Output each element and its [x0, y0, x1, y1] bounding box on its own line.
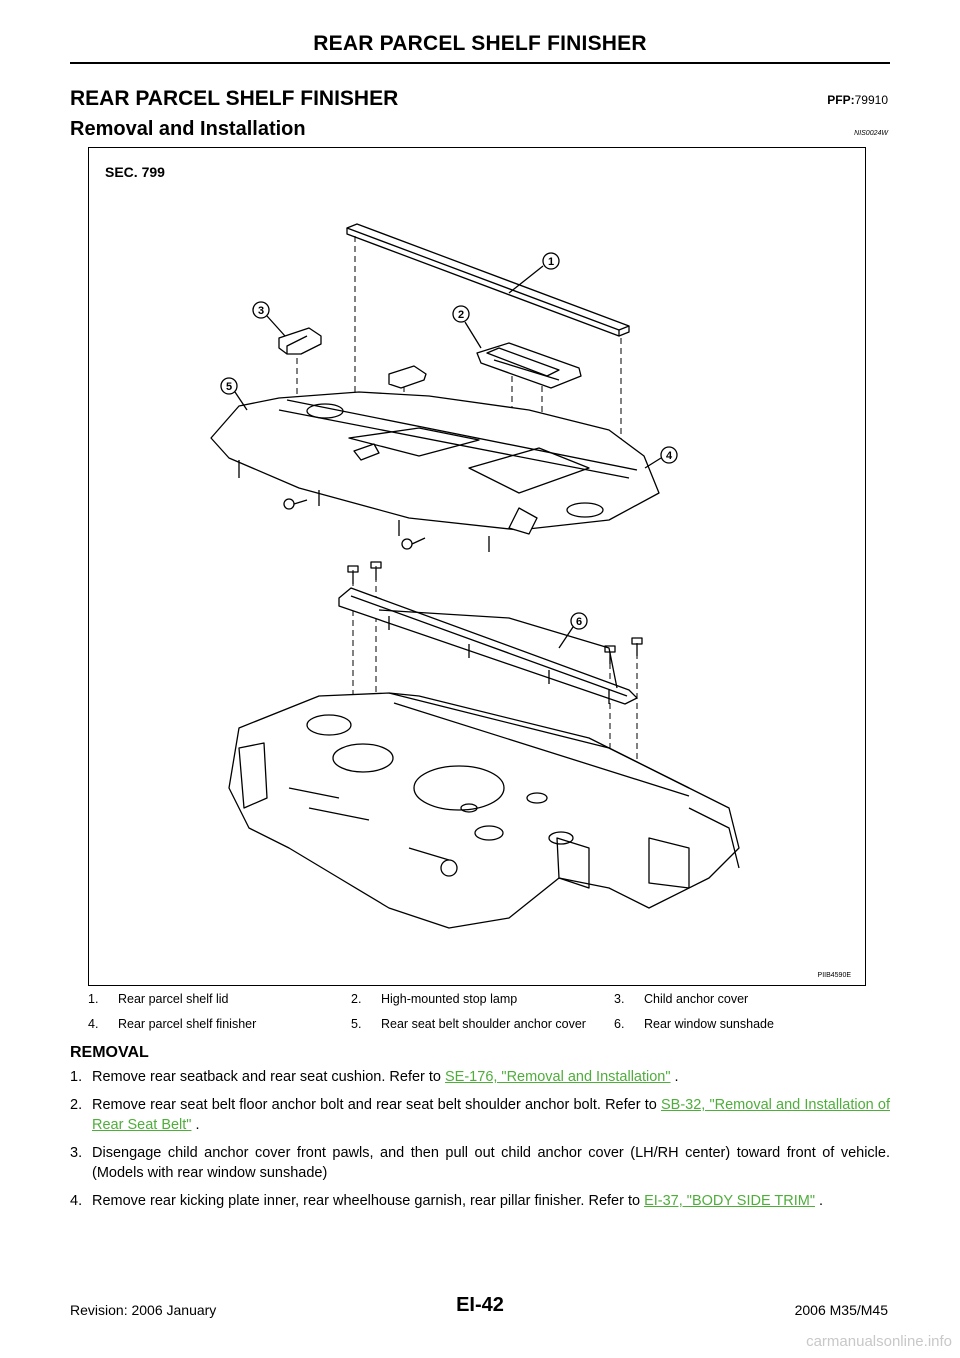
parcel-shelf-lid	[346, 223, 630, 337]
high-mounted-stop-lamp	[476, 342, 582, 389]
step-text: Disengage child anchor cover front pawls…	[92, 1145, 890, 1181]
legend-text: Child anchor cover	[644, 992, 749, 1006]
step-number: 3.	[70, 1145, 83, 1161]
header-rule	[70, 62, 890, 64]
legend-num: 1.	[88, 992, 99, 1006]
footer-page-number: EI-42	[456, 1294, 504, 1316]
parcel-shelf-finisher	[210, 391, 660, 552]
figure-id: PIIB4590E	[817, 972, 851, 979]
callout-5: 5	[226, 381, 232, 393]
legend-item: 1. Rear parcel shelf lid	[88, 989, 351, 1014]
diagram-drawing: 1 2 3 4 5 6	[210, 223, 740, 929]
step-number: 1.	[70, 1069, 83, 1085]
watermark: carmanualsonline.info	[806, 1333, 952, 1350]
step-number: 4.	[70, 1193, 83, 1209]
callout-2: 2	[458, 309, 464, 321]
step-text: Remove rear kicking plate inner, rear wh…	[92, 1193, 645, 1209]
legend-num: 3.	[614, 992, 625, 1006]
step-text: Remove rear seatback and rear seat cushi…	[92, 1069, 446, 1085]
step-suffix: .	[670, 1069, 679, 1085]
callout-3: 3	[258, 305, 264, 317]
legend-num: 5.	[351, 1017, 362, 1031]
legend-table: 1. Rear parcel shelf lid 2. High-mounted s…	[88, 989, 864, 1039]
legend-item: 4. Rear parcel shelf finisher	[88, 1014, 351, 1039]
callouts	[220, 252, 678, 649]
sec-label: SEC. 799	[105, 164, 165, 180]
clips	[283, 498, 426, 550]
body-panel	[228, 692, 740, 929]
legend-num: 4.	[88, 1017, 99, 1031]
legend-item: 6. Rear window sunshade	[614, 1014, 864, 1039]
subsection-title: Removal and Installation	[70, 118, 306, 140]
step-number: 2.	[70, 1097, 83, 1113]
rear-window-sunshade	[338, 587, 638, 705]
step-item: 4. Remove rear kicking plate inner, rear …	[70, 1191, 890, 1211]
child-anchor-cover	[278, 327, 322, 355]
step-item: 2. Remove rear seat belt floor anchor bol…	[70, 1095, 890, 1135]
step-item: 3. Disengage child anchor cover front paw…	[70, 1143, 890, 1183]
footer-revision: Revision: 2006 January	[70, 1302, 217, 1318]
legend-num: 2.	[351, 992, 362, 1006]
callout-4: 4	[666, 450, 673, 462]
legend-text: Rear seat belt shoulder anchor cover	[381, 1017, 586, 1031]
step-text: Remove rear seat belt floor anchor bolt …	[92, 1097, 661, 1113]
legend-item: 2. High-mounted stop lamp	[351, 989, 614, 1014]
step-suffix: .	[191, 1117, 200, 1133]
legend-text: Rear parcel shelf finisher	[118, 1017, 257, 1031]
pfp-code: PFP:79910	[827, 93, 888, 107]
legend-row: 4. Rear parcel shelf finisher 5. Rear seat…	[88, 1014, 864, 1039]
removal-steps: 1. Remove rear seatback and rear seat cus…	[70, 1067, 890, 1219]
step-suffix: .	[815, 1193, 824, 1209]
callout-1: 1	[548, 256, 554, 268]
legend-text: Rear window sunshade	[644, 1017, 774, 1031]
xref-link[interactable]: SB-32, "Removal and Installation of Rear…	[92, 1097, 890, 1133]
running-header: REAR PARCEL SHELF FINISHER	[313, 32, 647, 55]
subsection-code: NIS0024W	[854, 130, 888, 137]
legend-text: High-mounted stop lamp	[381, 992, 518, 1006]
pfp-prefix: PFP:	[827, 93, 855, 107]
callout-6: 6	[576, 616, 582, 628]
section-title: REAR PARCEL SHELF FINISHER	[70, 87, 399, 110]
legend-num: 6.	[614, 1017, 625, 1031]
xref-link[interactable]: EI-37, "BODY SIDE TRIM"	[644, 1193, 815, 1209]
footer-model: 2006 M35/M45	[794, 1302, 888, 1318]
removal-heading: REMOVAL	[70, 1044, 149, 1061]
legend-item: 3. Child anchor cover	[614, 989, 864, 1014]
step-item: 1. Remove rear seatback and rear seat cus…	[70, 1067, 890, 1087]
legend-row: 1. Rear parcel shelf lid 2. High-mounted s…	[88, 989, 864, 1014]
legend-item: 5. Rear seat belt shoulder anchor cover	[351, 1014, 614, 1039]
exploded-diagram: SEC. 799	[88, 147, 866, 986]
xref-link[interactable]: SE-176, "Removal and Installation"	[445, 1069, 671, 1085]
legend-text: Rear parcel shelf lid	[118, 992, 229, 1006]
pfp-number: 79910	[854, 93, 888, 107]
